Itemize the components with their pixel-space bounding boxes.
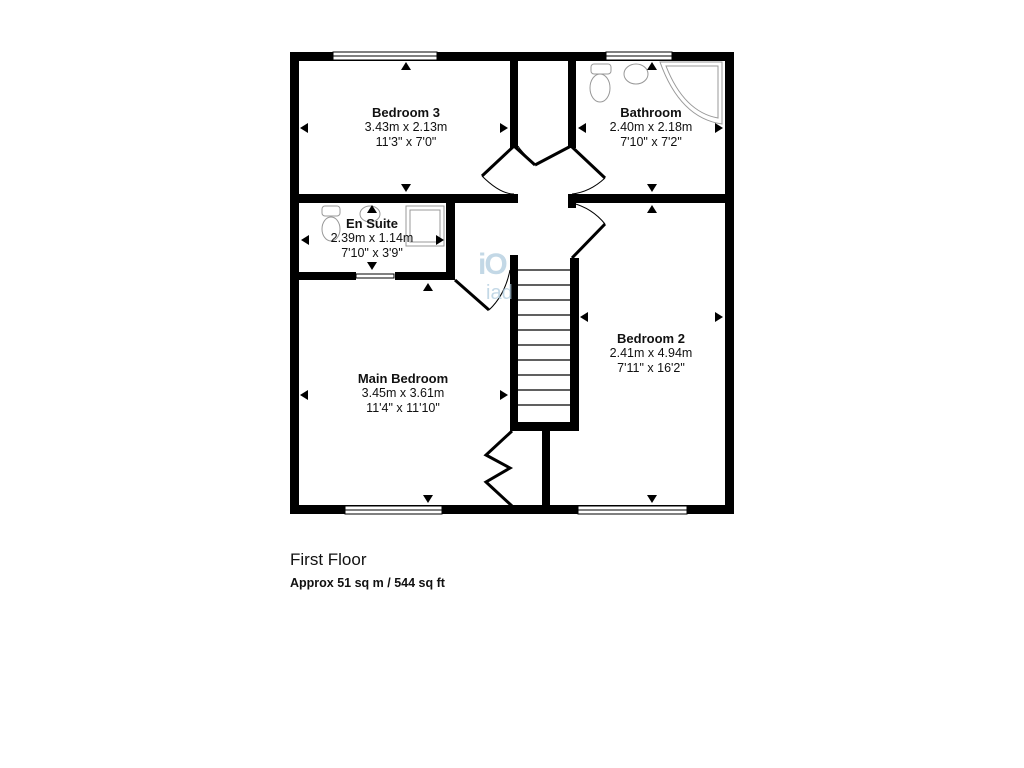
room-dimensions-imperial: 7'10" x 3'9"	[341, 246, 403, 260]
wall-bed3-bottom	[290, 194, 518, 203]
outer-wall-left	[290, 52, 299, 514]
room-dimensions-imperial: 11'4" x 11'10"	[366, 401, 440, 415]
sink-bathroom	[623, 63, 649, 85]
wall-bed3-hall	[510, 52, 518, 148]
room-dimensions-metric: 3.43m x 2.13m	[364, 120, 448, 134]
toilet-ensuite	[321, 205, 341, 217]
wall-ensuite-bottom-right	[395, 272, 455, 280]
windows	[332, 51, 688, 515]
room-ensuite: En Suite 2.39m x 1.14m 7'10" x 3'9"	[331, 216, 414, 261]
door-bathroom	[534, 144, 572, 167]
room-name: Bedroom 2	[617, 331, 685, 346]
room-bathroom: Bathroom 2.40m x 2.18m 7'10" x 7'2"	[610, 105, 693, 150]
room-dimensions-imperial: 7'10" x 7'2"	[620, 135, 682, 149]
room-dimensions-metric: 2.40m x 2.18m	[609, 120, 693, 134]
wall-stair-right	[570, 258, 579, 430]
room-name: Main Bedroom	[357, 371, 449, 386]
room-name: En Suite	[345, 216, 398, 231]
outer-wall-bottom	[290, 505, 734, 514]
walls	[290, 52, 734, 514]
toilet-bathroom	[590, 63, 612, 75]
room-dimensions-metric: 2.39m x 1.14m	[330, 231, 414, 245]
floor-area: Approx 51 sq m / 544 sq ft	[290, 576, 445, 590]
wall-bath-bottom	[568, 194, 734, 203]
wall-hall-bath	[568, 52, 576, 148]
room-dimensions-metric: 3.45m x 3.61m	[361, 386, 445, 400]
room-main-bedroom: Main Bedroom 3.45m x 3.61m 11'4" x 11'10…	[358, 371, 448, 416]
door-bedroom3	[480, 144, 516, 178]
room-name: Bedroom 3	[372, 105, 440, 120]
doors	[454, 144, 607, 508]
dimension-arrows	[300, 62, 723, 503]
watermark-logo: iO iad	[478, 248, 513, 304]
watermark-logo-text: iO	[478, 248, 508, 281]
outer-wall-right	[725, 52, 734, 514]
room-dimensions-imperial: 11'3" x 7'0"	[375, 135, 437, 149]
wall-cupboard-bed2	[542, 422, 550, 514]
wall-ensuite-right	[446, 194, 455, 276]
door-bedroom2	[570, 222, 607, 260]
room-dimensions-metric: 2.41m x 4.94m	[609, 346, 693, 360]
ensuite-sliding-door	[355, 273, 395, 279]
room-name: Bathroom	[620, 105, 682, 120]
wall-ensuite-bottom-left	[290, 272, 356, 280]
room-bedroom3: Bedroom 3 3.43m x 2.13m 11'3" x 7'0"	[365, 105, 448, 150]
room-dimensions-imperial: 7'11" x 16'2"	[617, 361, 685, 375]
door-main-bedroom	[454, 278, 490, 312]
watermark-sub-text: iad	[486, 282, 513, 304]
wall-stair-left	[510, 255, 518, 430]
room-bedroom2: Bedroom 2 2.41m x 4.94m 7'11" x 16'2"	[610, 331, 693, 376]
staircase	[518, 269, 570, 406]
door-cupboard	[483, 429, 514, 508]
floor-name: First Floor	[290, 550, 367, 569]
